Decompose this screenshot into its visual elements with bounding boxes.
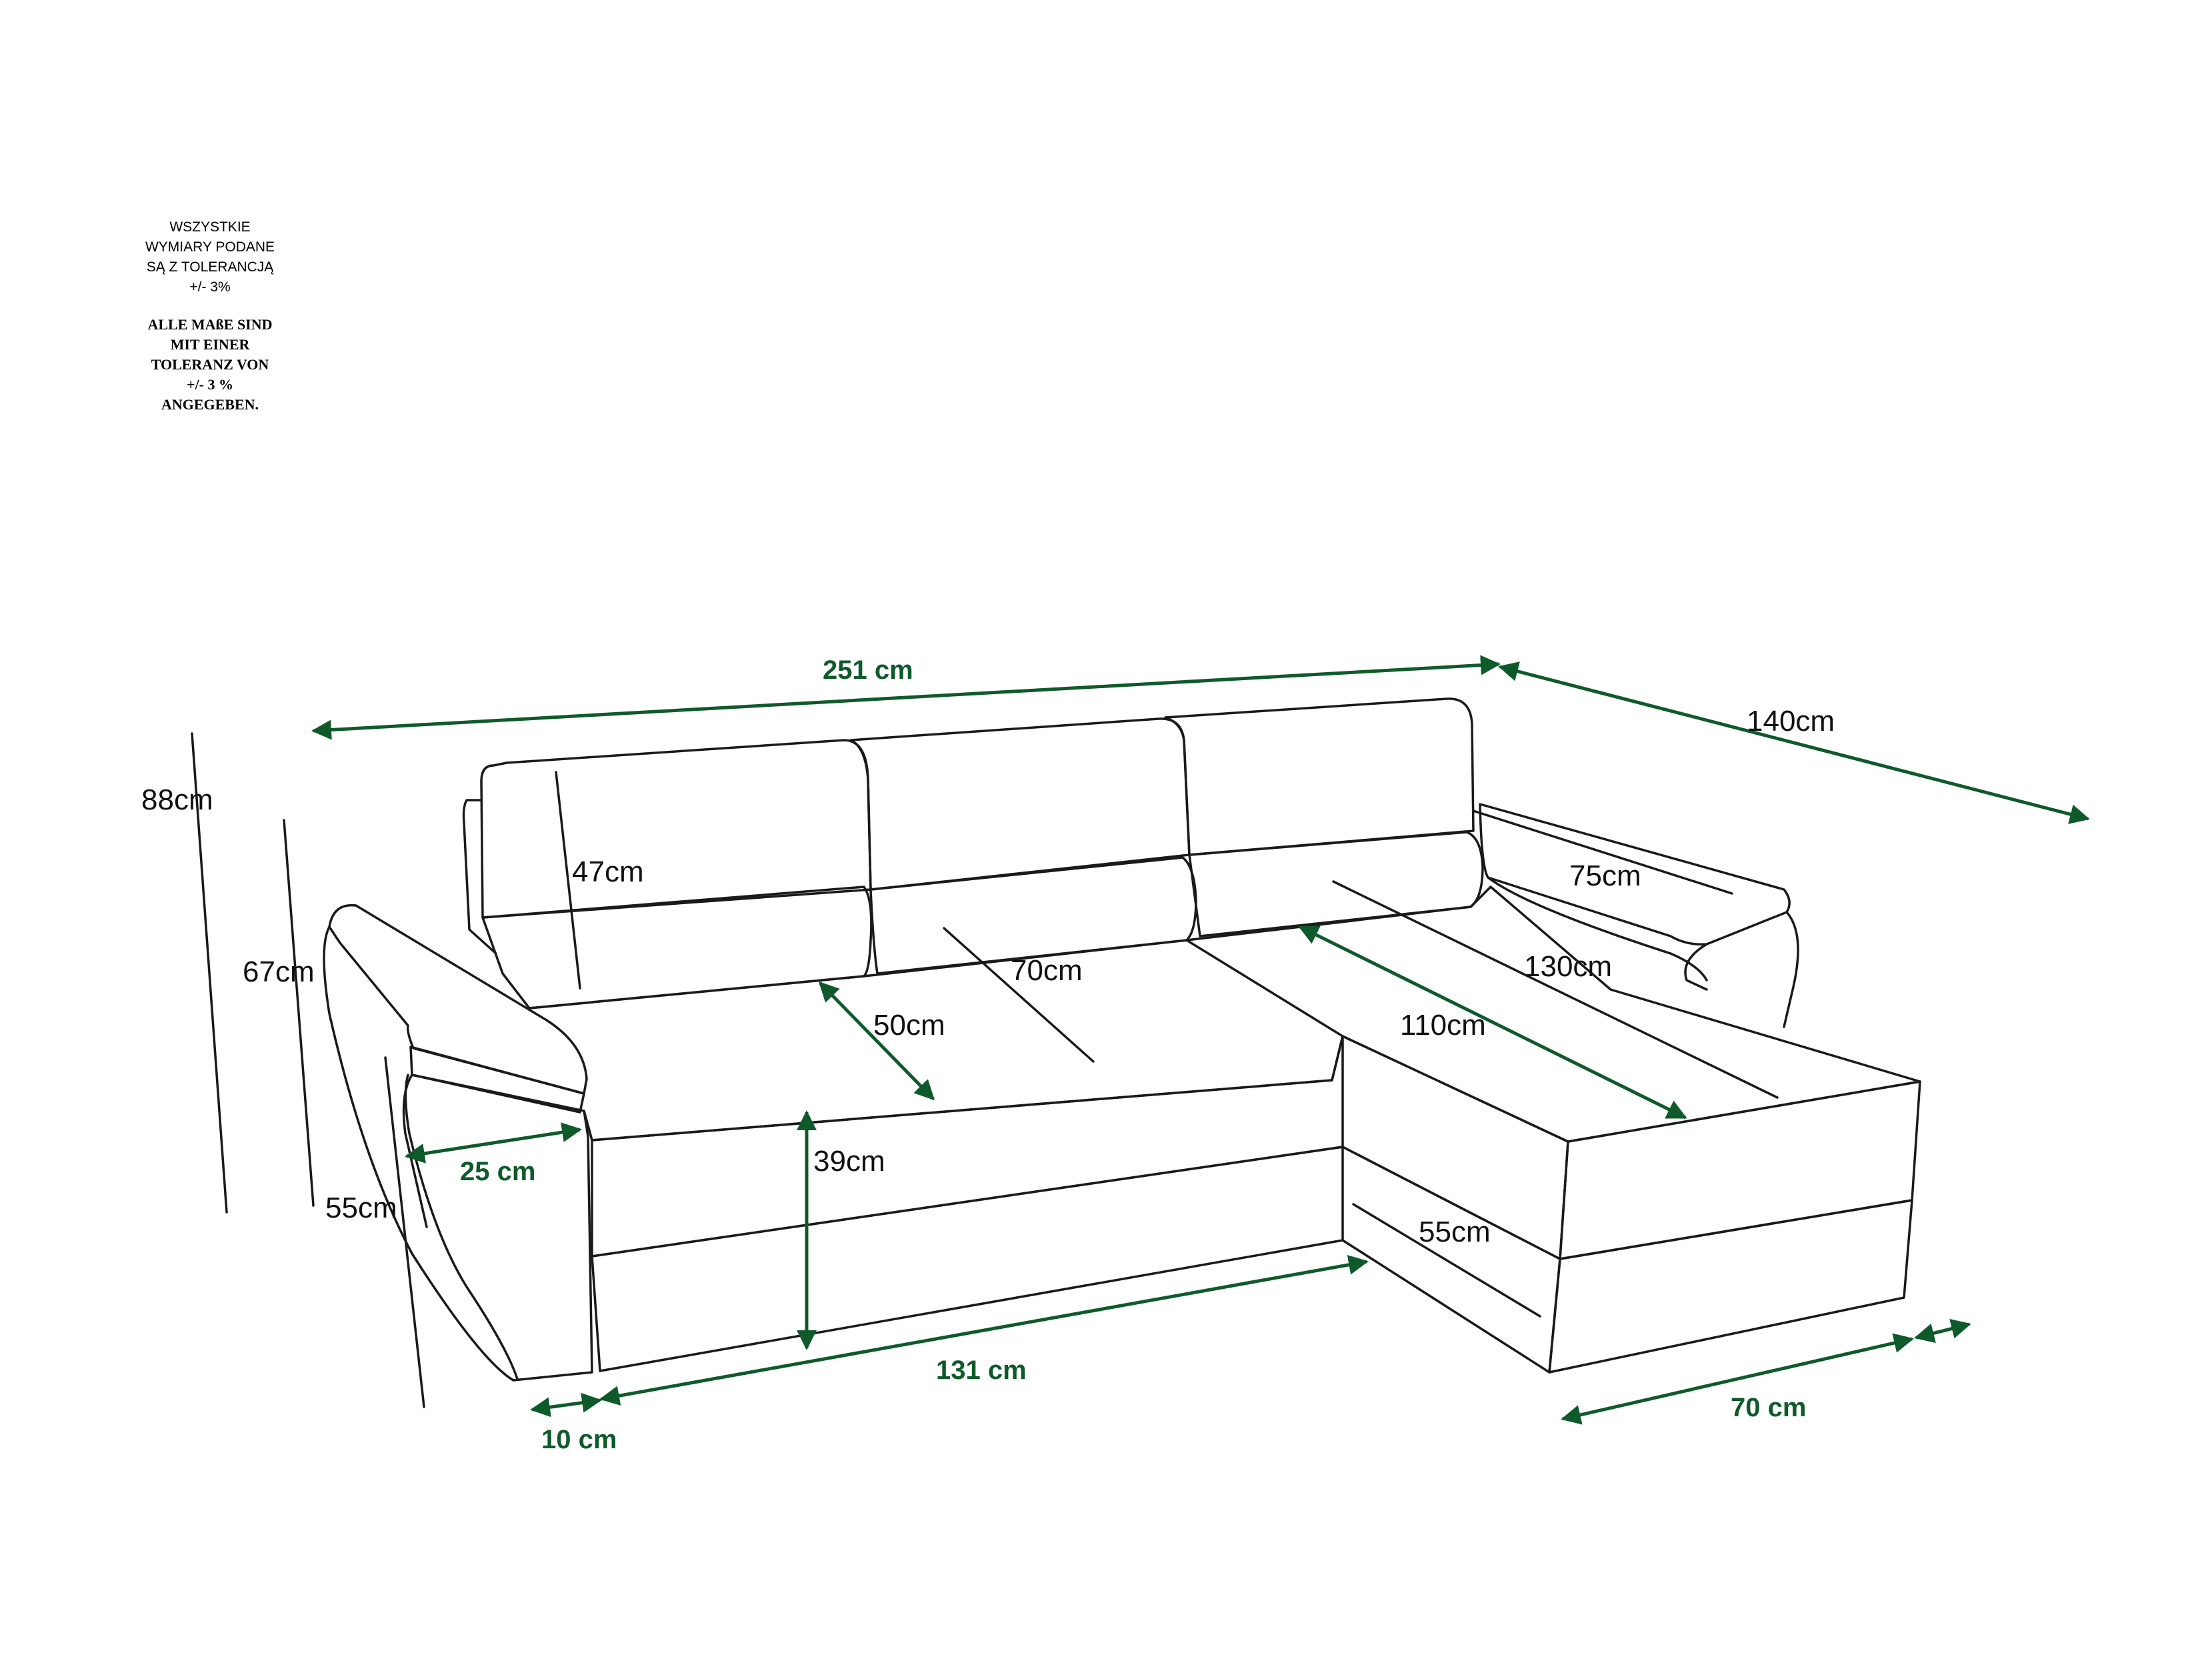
left-armrest-side: [323, 926, 593, 1382]
left-back-frame: [462, 799, 497, 955]
note-line: ALLE MAßE SIND: [147, 316, 273, 333]
label-front-height: 55cm: [325, 1192, 397, 1224]
arrow-seat-depth: [818, 981, 935, 1101]
label-backrest-cushion-height: 47cm: [572, 856, 644, 888]
arrow-chaise-leg-offset: [1914, 1318, 1971, 1344]
note-line: SĄ Z TOLERANCJĄ: [146, 259, 274, 275]
tolerance-note-german: ALLE MAßE SIND MIT EINER TOLERANZ VON +/…: [113, 315, 307, 415]
right-armrest-outer: [1783, 911, 1799, 1028]
seat-front: [591, 1035, 1344, 1258]
label-leg-offset: 10 cm: [541, 1425, 617, 1454]
left-armrest-lip: [409, 1046, 585, 1114]
chaise-front: [1559, 1080, 1921, 1260]
label-seat-depth: 50cm: [873, 1009, 945, 1042]
sofa-outline: [191, 697, 1921, 1408]
label-armrest-width: 25 cm: [460, 1157, 535, 1186]
back-cushion-top-right: [1164, 697, 1475, 856]
left-armrest-inner: [404, 1074, 519, 1380]
guide-line: [1332, 880, 1779, 1099]
note-line: MIT EINER: [170, 336, 250, 353]
arrow-chaise-cushion: [1298, 925, 1687, 1120]
label-chaise-length: 130cm: [1524, 950, 1612, 983]
label-chaise-cushion-length: 110cm: [1400, 1009, 1486, 1042]
guide-line: [943, 927, 1095, 1063]
guide-line: [1352, 1203, 1541, 1318]
guide-line: [555, 771, 581, 990]
label-seat-width: 70cm: [1011, 954, 1083, 987]
label-total-height: 88cm: [141, 783, 213, 816]
guide-line: [384, 1056, 425, 1408]
note-line: WYMIARY PODANE: [145, 239, 275, 255]
label-front-base-width: 131 cm: [936, 1356, 1027, 1385]
label-armrest-height: 67cm: [243, 956, 315, 988]
arrow-total-depth: [1498, 661, 2090, 824]
dimension-arrows: [311, 655, 2090, 1425]
tolerance-note-polish: WSZYSTKIE WYMIARY PODANE SĄ Z TOLERANCJĄ…: [113, 217, 307, 297]
label-total-depth: 140cm: [1747, 705, 1835, 737]
note-line: TOLERANZ VON: [151, 356, 269, 373]
guide-line: [283, 819, 315, 1207]
arrow-chaise-width: [1561, 1333, 1914, 1425]
dimension-labels: 251 cm 140cm 88cm 67cm 55cm 47cm 50cm 70…: [141, 655, 1835, 1454]
guide-line: [1472, 809, 1733, 895]
label-chaise-lower-depth: 55cm: [1419, 1216, 1491, 1248]
back-cushion-top-middle: [849, 717, 1191, 891]
label-total-width: 251 cm: [823, 655, 913, 685]
back-cushion-low-right: [1188, 831, 1484, 938]
label-chaise-width: 70 cm: [1731, 1393, 1806, 1422]
note-line: +/- 3 %: [187, 376, 233, 393]
note-line: ANGEGEBEN.: [161, 396, 259, 413]
arrow-leg-offset: [530, 1392, 602, 1418]
guide-line: [191, 732, 228, 1214]
back-cushion-low-left: [481, 886, 873, 1010]
arrow-front-base-width: [599, 1255, 1369, 1406]
chaise-base: [1548, 1199, 1913, 1374]
chaise-side-base: [1341, 1146, 1561, 1374]
arrow-total-width: [311, 655, 1501, 740]
label-seat-height: 39cm: [813, 1145, 885, 1178]
label-chaise-armrest-length: 75cm: [1569, 860, 1641, 892]
note-line: WSZYSTKIE: [169, 219, 251, 235]
note-line: +/- 3%: [189, 279, 231, 295]
arrow-armrest-width: [405, 1122, 582, 1164]
base-front: [591, 1146, 1344, 1372]
left-armrest-top: [328, 904, 588, 1095]
